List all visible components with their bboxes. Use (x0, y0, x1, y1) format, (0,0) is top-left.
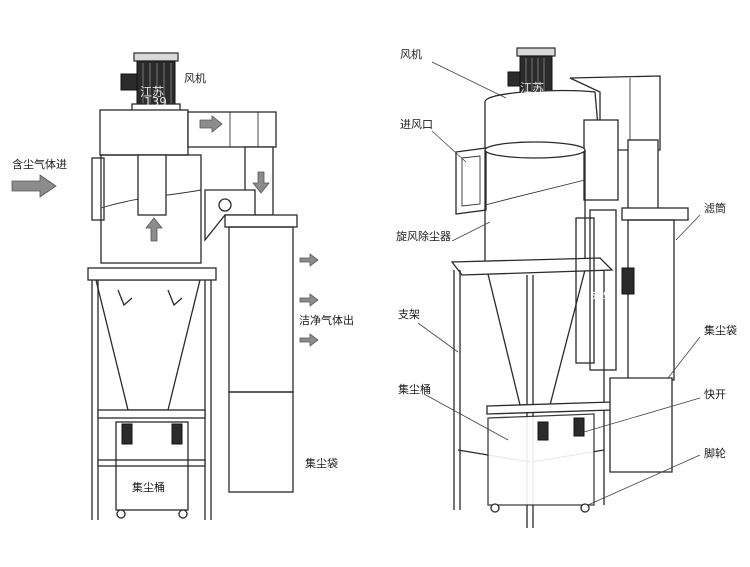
right-dust-bag (609, 377, 673, 473)
right-cyclone (484, 141, 586, 263)
left-filter (224, 214, 319, 493)
up-arrow-icon (145, 217, 163, 242)
left-fan-motor (120, 52, 181, 113)
clean-arrow-3-icon (299, 333, 319, 347)
right-panel: 风机 进风口 旋风除尘器 滤筒 支架 集尘袋 集尘桶 快开 脚轮 江苏 5050 (396, 47, 737, 528)
left-label-dust-bag: 集尘袋 (305, 456, 338, 470)
right-fan-housing (484, 75, 661, 211)
left-label-dust-bucket: 集尘桶 (132, 480, 165, 494)
left-frame (87, 267, 217, 520)
clean-arrow-1-icon (299, 253, 319, 267)
right-label-dust-bucket: 集尘桶 (398, 382, 431, 396)
left-fan-housing (99, 109, 277, 156)
right-label-fan: 风机 (400, 47, 422, 61)
right-filters (575, 207, 689, 381)
down-arrow-icon (252, 171, 270, 194)
right-label-caster: 脚轮 (704, 446, 726, 460)
right-label-cyclone: 旋风除尘器 (396, 229, 451, 243)
left-label-clean-gas-out: 洁净气体出 (299, 313, 354, 327)
right-label-quick-release: 快开 (704, 388, 726, 401)
inlet-arrow-icon (11, 174, 57, 198)
right-label-filter: 滤筒 (704, 201, 726, 215)
right-leader-lines (417, 61, 701, 506)
left-cone (95, 279, 201, 411)
left-dust-bucket (115, 421, 189, 519)
right-dust-bucket (487, 413, 595, 513)
watermark-left-2: 139 (144, 95, 167, 109)
clean-arrow-2-icon (299, 293, 319, 307)
watermark-right-1: 江苏 (520, 81, 544, 95)
right-label-air-inlet: 进风口 (400, 118, 433, 131)
right-inlet (455, 147, 487, 215)
left-label-dust-gas-in: 含尘气体进 (12, 157, 67, 171)
right-label-frame: 支架 (398, 308, 420, 321)
left-panel: 风机 含尘气体进 洁净气体出 集尘袋 集尘桶 江苏 139 (11, 52, 354, 520)
left-cyclone (100, 154, 202, 264)
watermark-right-2: 5050 (590, 291, 615, 302)
outflow-arrow-icon (199, 115, 223, 133)
right-label-dust-bag: 集尘袋 (704, 323, 737, 337)
right-cone (486, 269, 586, 406)
left-label-fan: 风机 (184, 71, 206, 85)
watermark-left-1: 江苏 (140, 85, 164, 99)
